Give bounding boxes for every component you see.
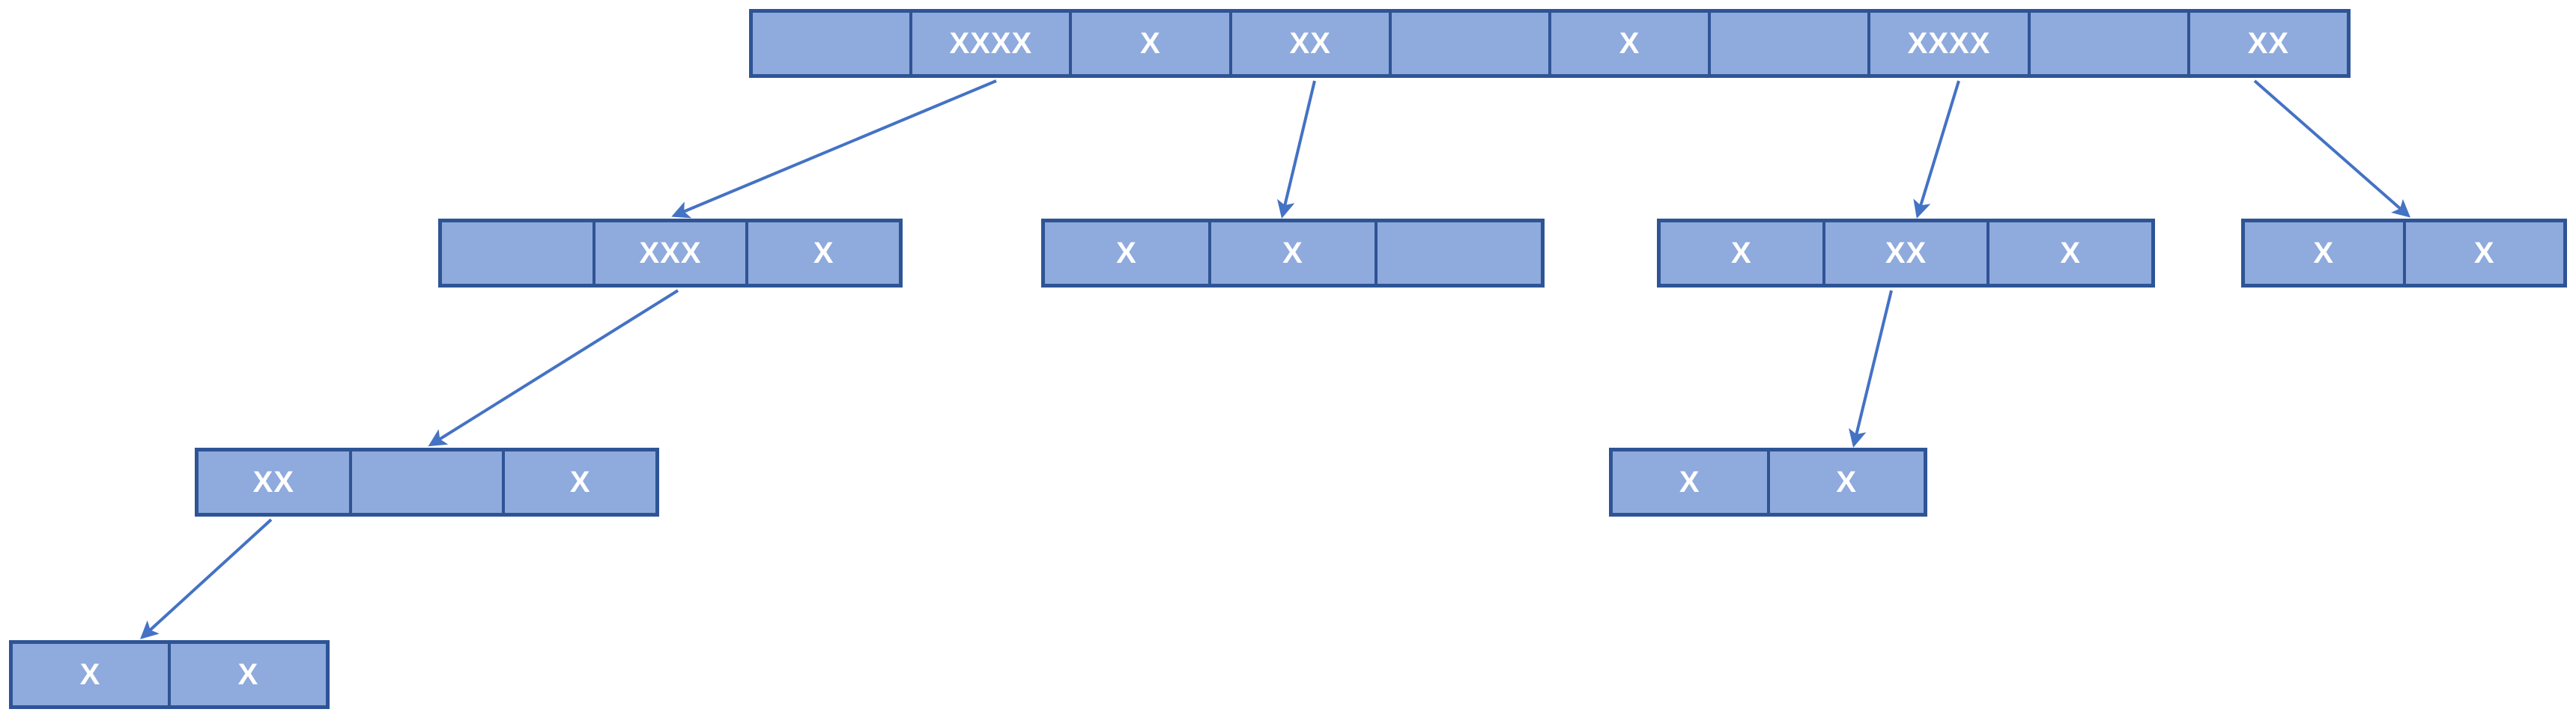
node-cell[interactable]: X	[1045, 222, 1211, 284]
node-cell[interactable]	[1378, 222, 1541, 284]
node-cell[interactable]: X	[1551, 13, 1712, 74]
node-cell[interactable]: X	[748, 222, 900, 284]
node-cell[interactable]	[442, 222, 595, 284]
node-cell[interactable]: X	[1613, 451, 1770, 513]
node-cell[interactable]: XX	[1231, 13, 1392, 74]
edge-edge-root-to-b	[1276, 80, 1316, 219]
node-cell[interactable]: XX	[2189, 13, 2348, 74]
node-cell[interactable]	[753, 13, 913, 74]
node-cell[interactable]: X	[13, 644, 171, 705]
edge-edge-root-to-c	[1913, 80, 1960, 219]
node-cell[interactable]: X	[2405, 222, 2563, 284]
node-cell[interactable]	[351, 451, 506, 513]
node-cell[interactable]: X	[171, 644, 326, 705]
node-cell[interactable]: XXXX	[1870, 13, 2031, 74]
edge-edge-c-to-f	[1849, 290, 1893, 448]
node-cell[interactable]: XXXX	[912, 13, 1073, 74]
node-cell[interactable]	[2030, 13, 2190, 74]
node-cell[interactable]: X	[505, 451, 656, 513]
edge-edge-root-to-d	[2253, 79, 2411, 218]
node-cell[interactable]: X	[1072, 13, 1232, 74]
node-cell[interactable]: XX	[198, 451, 352, 513]
edge-edge-a-to-e	[428, 289, 679, 447]
edge-edge-e-to-g	[140, 518, 273, 639]
node-cell[interactable]: X	[1211, 222, 1378, 284]
node-cell[interactable]	[1711, 13, 1871, 74]
node-cell[interactable]: XXX	[595, 222, 749, 284]
node-cell[interactable]: X	[2245, 222, 2406, 284]
node-cell[interactable]: X	[1989, 222, 2152, 284]
node-cell[interactable]: XX	[1825, 222, 1990, 284]
node-cell[interactable]	[1391, 13, 1552, 74]
node-cell[interactable]: X	[1769, 451, 1924, 513]
edge-edge-root-to-a	[671, 79, 997, 219]
node-cell[interactable]: X	[1661, 222, 1825, 284]
